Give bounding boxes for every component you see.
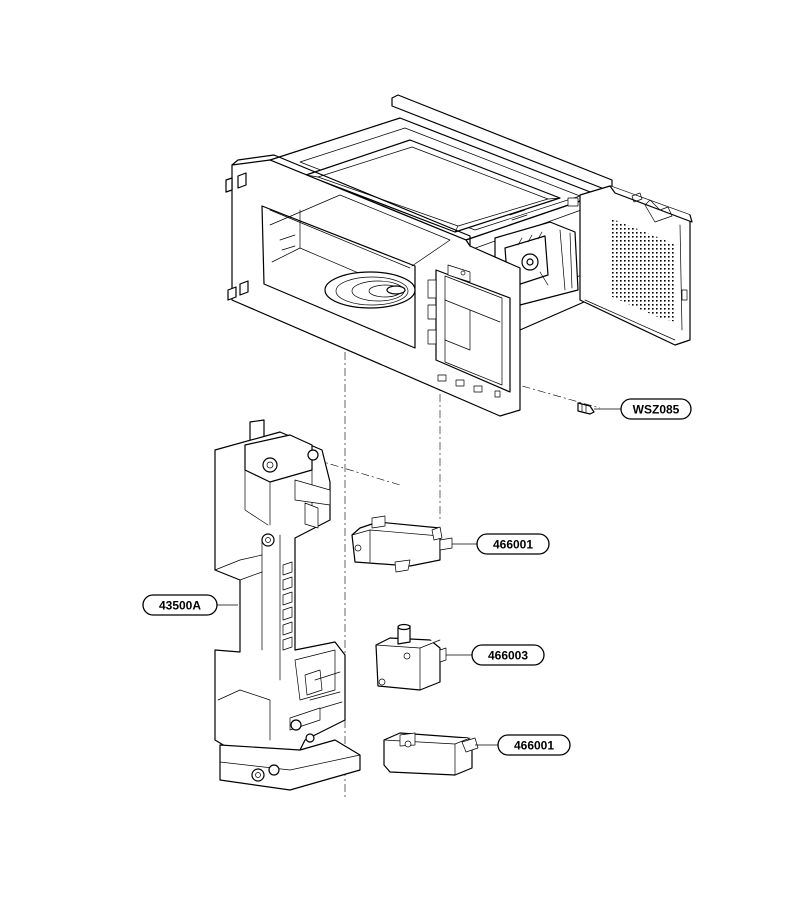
callout-switch-bottom-box xyxy=(497,734,571,756)
callout-switch-top: 466001 xyxy=(476,533,550,555)
micro-switch-bottom xyxy=(383,732,498,776)
callout-switch-middle: 466003 xyxy=(471,644,545,666)
screw-part xyxy=(577,402,621,415)
callout-switch-middle-label: 466003 xyxy=(488,649,528,663)
callout-latch-board: 43500A xyxy=(142,594,218,616)
micro-switch-top xyxy=(351,515,477,573)
micro-switch-middle xyxy=(375,623,472,691)
latch-rack-teeth xyxy=(282,561,293,651)
vent-grille xyxy=(610,218,676,322)
callout-latch-board-label: 43500A xyxy=(159,599,201,613)
callout-screw-label: WSZ085 xyxy=(633,403,680,417)
door-latch-board xyxy=(214,419,361,791)
callout-switch-top-label: 466001 xyxy=(493,538,533,552)
callout-latch-board-box xyxy=(142,594,218,616)
callout-switch-middle-box xyxy=(471,644,545,666)
oven-cavity-assembly xyxy=(225,94,693,417)
callout-screw: WSZ085 xyxy=(620,398,692,420)
callout-switch-bottom-label: 466001 xyxy=(514,739,554,753)
callout-switch-top-box xyxy=(476,533,550,555)
callout-switch-bottom: 466001 xyxy=(497,734,571,756)
callout-screw-box xyxy=(620,398,692,420)
